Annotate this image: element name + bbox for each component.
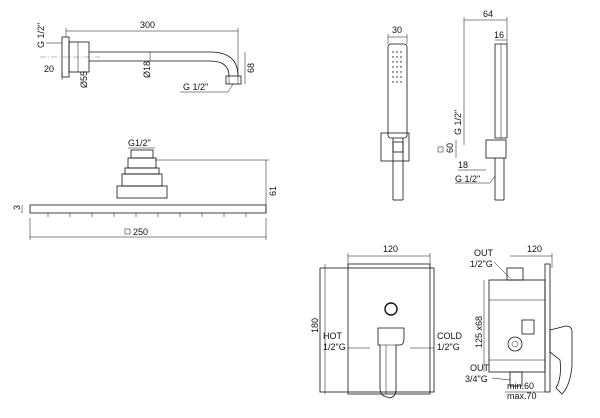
mixer-side-plate (544, 263, 551, 393)
head-nozzles (47, 213, 247, 217)
arm-dia-pipe-label: Ø18 (142, 61, 152, 78)
head-size-label: 250 (133, 227, 148, 237)
head-plate (29, 204, 267, 214)
arm-height-label: 68 (246, 63, 256, 73)
head-thread-label: G1/2" (128, 138, 151, 148)
out-top-label: OUT (474, 248, 494, 258)
out-bottom-thread-label: 3/4"G (465, 374, 488, 384)
out-bottom-label: OUT (470, 363, 490, 373)
mixer-front-drawing: 120 180 HOT 1/2"G COLD 1/2"G (310, 244, 463, 399)
diverter-knob (384, 302, 398, 316)
mixer-width-label: 120 (383, 244, 398, 254)
hand-offset-label: 18 (458, 160, 468, 170)
mixer-side-bottom-outlet (509, 371, 523, 387)
mixer-side-drawing: 120 OUT 1/2"G 125 x68 OUT 3/4"G min.60 m… (465, 244, 573, 401)
head-connector-mid (127, 157, 157, 169)
min-depth-label: min.60 (507, 381, 534, 391)
hand-shower-front-drawing: 30 (380, 25, 410, 201)
square-symbol-icon (124, 228, 131, 235)
hand-spray-holes (392, 51, 402, 83)
arm-nut (225, 75, 242, 85)
head-connector-ring (124, 167, 160, 175)
arm-flange-label: 20 (44, 64, 54, 74)
arm-thread-left: G 1/2" (36, 23, 46, 48)
arm-length-label: 300 (140, 20, 155, 30)
mixer-side-width-label: 120 (527, 244, 542, 254)
hand-side-body (494, 43, 508, 139)
mixer-side-valve (521, 319, 535, 335)
arm-bend-inner (209, 60, 230, 77)
hot-label: HOT (323, 331, 343, 341)
head-connector-top (130, 149, 154, 159)
hand-bracket-outlet (392, 141, 404, 153)
hand-bracket-label: 60 (445, 143, 455, 153)
hand-hose-dia-label: 16 (494, 30, 504, 40)
shower-arm-drawing: 300 G 1/2" 20 Ø55 Ø18 68 G 1/2" (36, 20, 256, 93)
head-ball-joint (121, 173, 163, 187)
arm-thread-out: G 1/2" (183, 82, 208, 92)
max-depth-label: max.70 (507, 391, 537, 401)
mixer-side-cartridge (507, 336, 523, 352)
arm-dia-base-label: Ø55 (79, 71, 89, 88)
hand-shower-side-drawing: 64 16 G 1/2" 60 18 G 1/2" (437, 9, 508, 201)
head-height-label: 61 (268, 186, 278, 196)
head-thickness-label: 3 (12, 205, 22, 210)
hand-thread-bottom-label: G 1/2" (455, 174, 480, 184)
arm-bend-outer (209, 51, 239, 77)
hand-side-bracket (485, 139, 507, 159)
mixer-side-lever (549, 325, 573, 395)
hand-wall-bracket (380, 132, 410, 162)
cold-label: COLD (437, 331, 463, 341)
mixer-height-label: 180 (310, 318, 320, 333)
hot-thread-label: 1/2"G (323, 342, 346, 352)
mixer-plate (347, 263, 431, 395)
hand-depth-label: 64 (483, 9, 493, 19)
hand-shower-body (387, 43, 408, 139)
hand-thread-label: G 1/2" (453, 110, 463, 135)
hand-width-label: 30 (392, 25, 402, 35)
mixer-side-top-outlet (506, 267, 524, 281)
mixer-wall-box (319, 267, 435, 393)
mixer-lever (377, 327, 405, 399)
mixer-box-label: 125 x68 (474, 316, 484, 348)
cold-thread-label: 1/2"G (437, 342, 460, 352)
head-joint-base (116, 185, 168, 199)
mixer-side-box (488, 279, 546, 373)
square-symbol-icon (437, 146, 444, 153)
shower-head-drawing: G1/2" 61 3 250 (12, 138, 278, 240)
out-top-thread-label: 1/2"G (470, 259, 493, 269)
